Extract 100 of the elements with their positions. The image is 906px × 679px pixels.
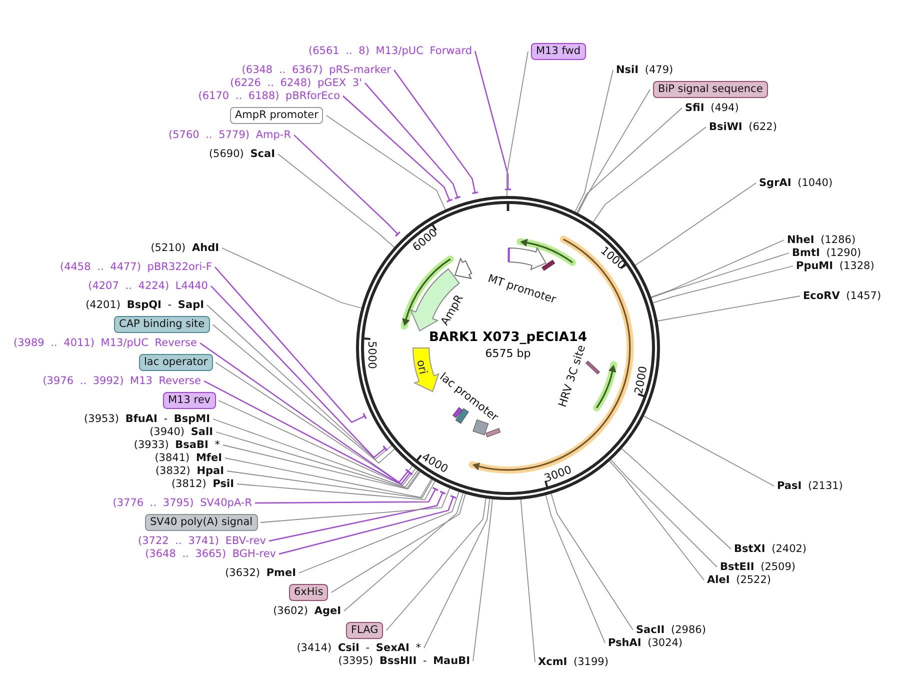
restriction-site-label: (3812) PsiI bbox=[171, 477, 234, 491]
restriction-site-label: (3841) MfeI bbox=[154, 451, 222, 465]
leader-line bbox=[210, 286, 388, 458]
primer-label: (4458 .. 4477) pBR322ori-F bbox=[60, 260, 212, 274]
leader-line bbox=[364, 82, 462, 200]
plasmid-length: 6575 bp bbox=[485, 347, 531, 360]
leader-line bbox=[577, 89, 650, 214]
restriction-site-label: SfiI (494) bbox=[685, 101, 739, 115]
leader-line bbox=[386, 498, 486, 631]
primer-label: (3976 .. 3992) M13 Reverse bbox=[42, 374, 201, 388]
leader-line bbox=[212, 418, 418, 488]
primer-label: (3989 .. 4011) M13/pUC Reverse bbox=[13, 336, 197, 350]
feature-tag: SV40 poly(A) signal bbox=[145, 514, 258, 531]
leader-line bbox=[224, 458, 432, 498]
leader-line bbox=[424, 498, 490, 648]
restriction-site-label: NheI (1286) bbox=[787, 233, 856, 247]
primer-label: (6348 .. 6367) pRS-marker bbox=[242, 63, 391, 77]
restriction-site-label: BstEII (2509) bbox=[720, 560, 796, 574]
leader-line bbox=[222, 444, 421, 490]
leader-line bbox=[643, 416, 774, 486]
leader-line bbox=[260, 488, 450, 523]
leader-line bbox=[204, 380, 414, 485]
feature-name: HRV 3C site bbox=[556, 343, 588, 409]
leader-line bbox=[610, 459, 718, 568]
restriction-site-label: (3953) BfuAI - BspMI bbox=[84, 412, 210, 426]
restriction-site-label: EcoRV (1457) bbox=[803, 289, 882, 303]
primer-label: (6170 .. 6188) pBRforEco bbox=[198, 89, 340, 103]
restriction-site-label: SacII (2986) bbox=[636, 623, 706, 637]
leader-line bbox=[472, 498, 493, 662]
leader-line bbox=[634, 182, 756, 266]
feature-tag: lac operator bbox=[139, 354, 213, 371]
leader-line bbox=[506, 51, 528, 196]
primer-label: (3776 .. 3795) SV40pA-R bbox=[112, 496, 252, 510]
restriction-site-label: BstXI (2402) bbox=[734, 542, 807, 556]
restriction-site-label: (3602) AgeI bbox=[273, 604, 341, 618]
primer-label: (5760 .. 5779) Amp-R bbox=[168, 128, 291, 142]
scale-number: 3000 bbox=[542, 463, 574, 485]
primer-label: (4207 .. 4224) L4440 bbox=[88, 279, 208, 293]
leader-line bbox=[216, 432, 420, 489]
restriction-site-label: BsiWI (622) bbox=[709, 120, 777, 134]
leader-line bbox=[574, 70, 614, 212]
leader-line bbox=[520, 499, 536, 662]
leader-line bbox=[226, 470, 433, 499]
leader-line bbox=[278, 495, 457, 555]
restriction-site-label: (5690) ScaI bbox=[208, 147, 275, 161]
leader-line bbox=[342, 96, 454, 202]
leader-line bbox=[576, 108, 682, 214]
leader-line bbox=[657, 296, 800, 322]
feature-tag: M13 rev bbox=[163, 392, 216, 409]
primer-label: (6226 .. 6248) pGEX 3' bbox=[230, 76, 362, 90]
leader-line bbox=[474, 50, 512, 190]
restriction-site-label: NsiI (479) bbox=[616, 63, 674, 77]
restriction-site-label: BmtI (1290) bbox=[792, 246, 862, 260]
restriction-site-label: SgrAI (1040) bbox=[759, 176, 833, 190]
leader-line bbox=[330, 493, 466, 593]
restriction-site-label: (3414) CsiI - SexAI* bbox=[296, 641, 421, 655]
restriction-site-label: (3933) BsaBI* bbox=[134, 438, 220, 452]
leader-line bbox=[298, 491, 460, 574]
leader-line bbox=[206, 304, 392, 460]
feature-tag: AmpR promoter bbox=[230, 107, 324, 124]
primer-label: (6561 .. 8) M13/pUC Forward bbox=[308, 44, 472, 58]
leader-line bbox=[650, 240, 784, 298]
feature-tag: 6xHis bbox=[289, 584, 328, 601]
leader-line bbox=[218, 400, 416, 486]
leader-line bbox=[215, 362, 413, 483]
leader-line bbox=[592, 126, 706, 223]
restriction-site-label: (3940) SalI bbox=[150, 425, 213, 439]
leader-line bbox=[212, 324, 395, 464]
feature-tag: CAP binding site bbox=[114, 316, 210, 333]
leader-line bbox=[236, 480, 436, 500]
restriction-site-label: (5210) AhdI bbox=[150, 241, 219, 255]
leader-line bbox=[294, 134, 401, 237]
scale-number: 5000 bbox=[366, 341, 378, 369]
restriction-site-label: PpuMI (1328) bbox=[796, 259, 874, 273]
restriction-site-label: PasI (2131) bbox=[777, 479, 843, 493]
feature-tag: FLAG bbox=[346, 622, 384, 639]
leader-line bbox=[278, 154, 395, 248]
restriction-site-label: PshAI (3024) bbox=[608, 636, 683, 650]
leader-line bbox=[255, 486, 439, 504]
leader-line bbox=[222, 248, 362, 308]
scale-number: 4000 bbox=[420, 450, 450, 476]
leader-line bbox=[214, 266, 367, 424]
restriction-site-label: (4201) BspQI - SapI bbox=[86, 298, 204, 312]
restriction-site-label: (3395) BssHII - MauBI bbox=[338, 654, 470, 668]
feature-name: ori bbox=[414, 358, 430, 376]
leader-line bbox=[550, 493, 634, 630]
leader-line bbox=[621, 448, 732, 550]
leader-line bbox=[326, 115, 446, 210]
restriction-site-label: AleI (2522) bbox=[707, 573, 772, 587]
restriction-site-label: XcmI (3199) bbox=[538, 655, 608, 669]
leader-line bbox=[545, 494, 606, 644]
scale-number: 2000 bbox=[632, 365, 650, 395]
leader-line bbox=[650, 252, 790, 298]
leader-line bbox=[268, 490, 446, 542]
leader-line bbox=[609, 460, 704, 580]
primer-label: (3648 .. 3665) BGH-rev bbox=[145, 547, 276, 561]
plasmid-name: BARK1 X073_pECIA14 bbox=[429, 330, 587, 345]
leader-line bbox=[652, 266, 794, 304]
primer-label: (3722 .. 3741) EBV-rev bbox=[138, 534, 266, 548]
feature-tag: M13 fwd bbox=[531, 43, 586, 60]
